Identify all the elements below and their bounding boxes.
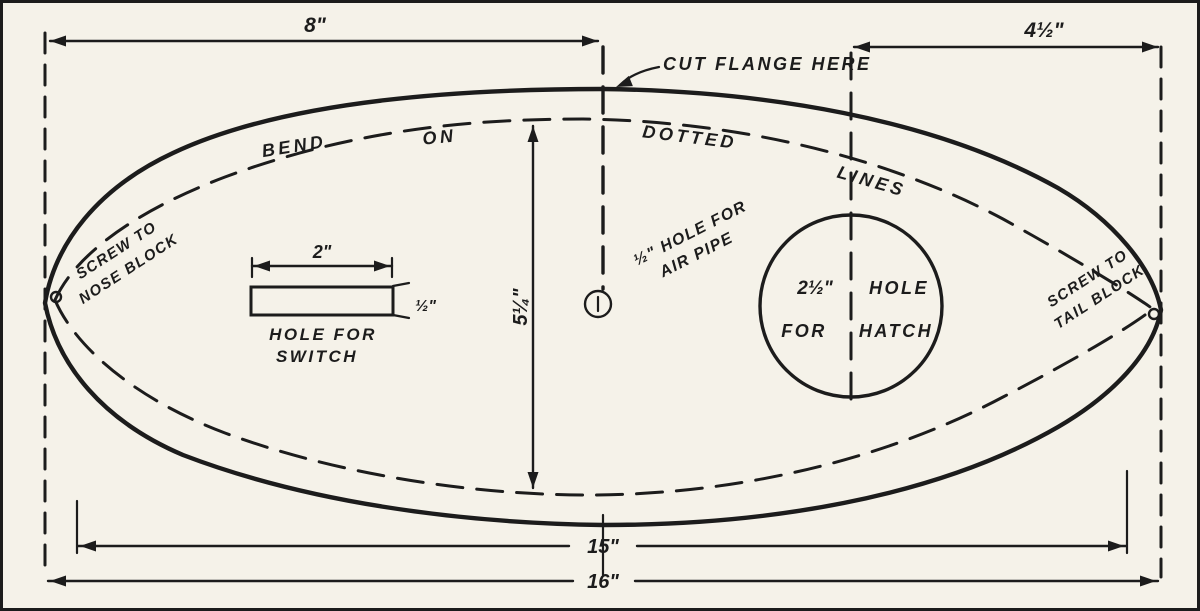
dim-4half: 4½" <box>852 19 1160 53</box>
dim-8in-label: 8" <box>304 14 327 37</box>
hatch-group: 2½" HOLE FOR HATCH <box>758 213 944 399</box>
nose-screw-hole <box>49 290 63 304</box>
dim-16in-arrow-left <box>50 575 66 587</box>
cut-flange-label: CUT FLANGE HERE <box>663 54 872 74</box>
cut-flange-note: CUT FLANGE HERE <box>613 54 872 93</box>
dim-2in-arrow-left <box>254 260 270 272</box>
dim-4half-arrow-left <box>854 41 870 53</box>
hatch-word-for: FOR <box>781 321 827 341</box>
switch-label-line1: HOLE FOR <box>269 325 377 344</box>
air-pipe-note: ½" HOLE FOR AIR PIPE <box>631 198 750 282</box>
switch-hole-rect <box>249 285 395 317</box>
dim-15in-label: 15" <box>587 536 619 558</box>
dim-2in-label: 2" <box>312 242 332 262</box>
dim-16in: 16" <box>46 571 1160 593</box>
hatch-word-hatch: HATCH <box>859 321 933 341</box>
dim-15in: 15" <box>76 536 1128 558</box>
bend-note: BEND ON DOTTED LINES <box>260 121 908 200</box>
dim-8in: 8" <box>48 14 600 47</box>
bend-dotted-line <box>53 117 1156 497</box>
dim-5quarter: 5¼" <box>510 124 539 490</box>
dim-2in-arrow-right <box>374 260 390 272</box>
dim-5quarter-arrow-top <box>527 126 539 142</box>
dim-5quarter-label: 5¼" <box>510 288 532 326</box>
extension-lines <box>43 31 1163 579</box>
dim-half-label: ½" <box>415 298 436 315</box>
switch-label-line2: SWITCH <box>276 347 358 366</box>
dim-half-tick-top <box>391 281 411 288</box>
dim-16in-label: 16" <box>587 571 619 593</box>
dim-4half-arrow-right <box>1142 41 1158 53</box>
tail-screw-note: SCREW TO TAIL BLOCK <box>1044 246 1148 332</box>
hatch-word-hole: HOLE <box>869 278 929 298</box>
deck-template-diagram: 8" 4½" CUT FLANGE HERE BEND ON DOTTED LI… <box>42 14 1164 593</box>
switch-hole-group: 2" ½" HOLE FOR SWITCH <box>249 242 436 366</box>
dim-4half-label: 4½" <box>1023 19 1064 42</box>
bend-word: BEND <box>260 131 327 161</box>
dim-5quarter-arrow-bottom <box>527 472 539 488</box>
air-pipe-group: ½" HOLE FOR AIR PIPE <box>583 198 750 319</box>
dim-8in-arrow-left <box>50 35 66 47</box>
hatch-size-label: 2½" <box>796 278 833 299</box>
on-word: ON <box>421 125 457 148</box>
lines-word: LINES <box>835 162 908 201</box>
dim-half-tick-bottom <box>391 313 411 320</box>
dim-15in-arrow-left <box>80 540 96 552</box>
dim-8in-arrow-right <box>582 35 598 47</box>
hatch-hole <box>758 213 944 399</box>
tail-screw-hole <box>1147 307 1161 321</box>
dim-16in-arrow-right <box>1140 575 1156 587</box>
dotted-word: DOTTED <box>641 121 738 152</box>
dim-15in-arrow-right <box>1108 540 1124 552</box>
air-pipe-hole <box>583 289 613 319</box>
